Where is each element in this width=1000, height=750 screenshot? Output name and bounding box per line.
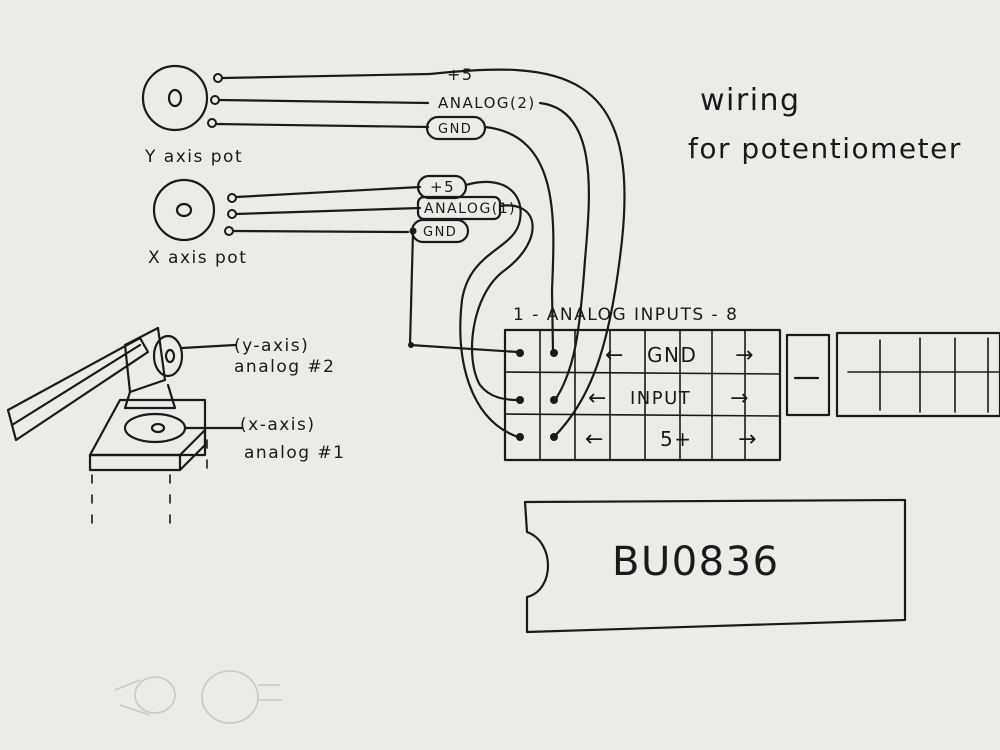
x-label-analog: ANALOG(1) <box>424 201 516 217</box>
analog-input-header: 1 - ANALOG INPUTS - 8 ← GND → ← INPUT → … <box>503 305 782 462</box>
title-line-1: wiring <box>700 83 801 118</box>
wire-x-plus5-to-board <box>459 180 522 439</box>
wire-y-gnd-to-board <box>483 125 555 354</box>
row-gnd-arrow-right: → <box>735 343 755 368</box>
pin-input-2 <box>550 396 558 404</box>
pin-input-1 <box>516 396 524 404</box>
board-header-outline <box>503 328 782 462</box>
joystick-y-label-2: analog #2 <box>234 357 336 377</box>
joystick-x-pot <box>123 412 187 444</box>
wire-x-analog-to-board <box>470 204 534 402</box>
row-gnd-arrow-left: ← <box>605 343 625 368</box>
row-5v-arrow-left: ← <box>585 427 605 452</box>
title-line-2: for potentiometer <box>688 132 962 165</box>
bu0836-chip: BU0836 <box>523 498 907 634</box>
board-row-divider-1 <box>504 371 781 375</box>
chip-outline <box>523 498 907 634</box>
y-pot-shaft <box>167 88 183 108</box>
y-pot-pin-3 <box>207 118 217 128</box>
x-pot-body <box>152 178 216 242</box>
joystick-y-label-1: (y-axis) <box>234 336 309 356</box>
joystick-x-label-1: (x-axis) <box>240 415 316 435</box>
y-label-analog: ANALOG(2) <box>438 94 536 112</box>
pin-gnd-1 <box>516 349 524 357</box>
pin-5v-2 <box>550 433 558 441</box>
x-pot-shaft <box>175 202 193 218</box>
chip-label: BU0836 <box>612 539 780 585</box>
joystick-y-pot <box>152 334 184 378</box>
joystick-y-leader <box>180 343 237 350</box>
y-wire-gnd <box>214 122 430 129</box>
x-wire-plus5 <box>234 185 422 199</box>
joystick-pivot-upper <box>123 326 167 394</box>
y-label-gnd: GND <box>438 122 472 137</box>
joystick-y-pot-shaft <box>164 348 176 364</box>
row-input-arrow-right: → <box>730 386 750 411</box>
joystick-lever <box>6 336 150 442</box>
x-pot-pin-3 <box>224 226 234 236</box>
x-label-plus5: +5 <box>430 178 455 196</box>
joystick-x-label-2: analog #1 <box>244 443 346 463</box>
pin-5v-1 <box>516 433 524 441</box>
y-label-plus5: +5 <box>447 65 474 84</box>
row-5v-arrow-right: → <box>738 427 758 452</box>
y-wire-plus5 <box>220 72 432 80</box>
row-input-label: INPUT <box>630 388 691 409</box>
board-row-divider-2 <box>504 413 781 417</box>
x-wire-analog <box>234 206 422 216</box>
row-gnd-label: GND <box>647 343 697 367</box>
diagram-title: wiring for potentiometer <box>688 83 962 165</box>
board-header-label: 1 - ANALOG INPUTS - 8 <box>513 305 738 325</box>
aux-header-small <box>785 333 831 417</box>
joystick-x-pot-shaft <box>150 422 166 434</box>
x-wire-gnd <box>231 229 410 234</box>
y-pot-caption: Y axis pot <box>144 147 243 167</box>
joystick-base-side <box>178 428 207 472</box>
row-5v-label: 5+ <box>660 427 692 451</box>
joystick-stem <box>123 383 177 410</box>
x-pot-caption: X axis pot <box>148 248 247 268</box>
y-wire-analog <box>217 98 430 105</box>
x-label-analog-box <box>416 195 502 221</box>
y-pot-body <box>141 64 209 132</box>
x-pot-pin-2 <box>227 209 237 219</box>
wire-y-analog-to-board <box>538 101 590 402</box>
y-pot-pin-1 <box>213 73 223 83</box>
wire-y-plus5-to-board <box>428 68 626 440</box>
pin-gnd-2 <box>550 349 558 357</box>
y-pot-pin-2 <box>210 95 220 105</box>
joystick-lever-inner <box>10 343 142 427</box>
x-label-gnd: GND <box>423 225 457 240</box>
x-pot-pin-1 <box>227 193 237 203</box>
aux-header-large <box>835 331 1000 418</box>
x-gnd-corner-dot <box>408 342 414 348</box>
joystick-sketch <box>6 326 244 536</box>
row-input-arrow-left: ← <box>588 386 608 411</box>
y-axis-pot: Y axis pot <box>141 64 243 167</box>
x-axis-pot: X axis pot <box>148 178 247 268</box>
paper-bleed-through <box>114 670 282 724</box>
auxiliary-headers <box>785 331 1000 418</box>
joystick-base-front <box>88 453 182 472</box>
